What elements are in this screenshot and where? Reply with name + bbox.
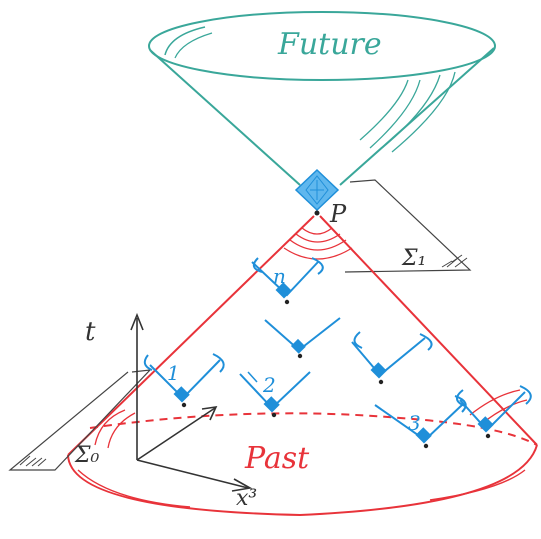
observer-far-right [456, 385, 532, 439]
event-diamond-hatch [305, 175, 329, 205]
future-cone-rim [148, 11, 496, 81]
past-cone-right-edge [319, 215, 538, 446]
diagonal-axis [136, 407, 216, 461]
observer-far-right-rim-right [519, 385, 532, 405]
sigma-1-outline [344, 179, 472, 273]
observer-far-right-box [477, 416, 494, 433]
event-label-p: P [329, 200, 347, 228]
x3-axis-label: x³ [236, 486, 257, 511]
observer-n-rim-left [252, 257, 263, 273]
future-cone-rim-hatch-2 [174, 32, 213, 59]
future-label: Future [277, 27, 382, 62]
observer-far-right-rim-left [456, 389, 466, 407]
past-apex-arc [301, 227, 333, 235]
observer-middle [264, 317, 341, 359]
sigma-1-plane: Σ₁ [344, 179, 472, 273]
observer-2 [239, 371, 311, 418]
coordinate-axes [130, 312, 253, 492]
future-cone-rim-hatch [164, 26, 206, 56]
observer-n-dot [284, 299, 290, 305]
sigma-0-hatch [19, 455, 47, 467]
diagonal-axis-arrow [201, 406, 218, 421]
past-cone-left-hatch [94, 409, 126, 446]
observer-middle-box [290, 338, 306, 354]
past-light-cone [67, 215, 538, 517]
future-cone-hatch [381, 74, 441, 149]
sigma-1-hatch [441, 254, 468, 268]
observer-right-upper [351, 331, 433, 385]
future-cone-hatch [359, 79, 409, 141]
observer-2-label: 2 [262, 373, 276, 397]
observer-1-rim-left [143, 354, 153, 371]
sigma-0-outline [8, 369, 152, 471]
future-cone-right-edge [339, 47, 495, 186]
observer-2-dot [271, 412, 277, 418]
observer-right-upper-dot [378, 379, 384, 385]
observer-2-box [263, 396, 280, 413]
observer-n-rim-right [311, 257, 324, 275]
past-cone-left-edge [67, 215, 315, 456]
event-point-p: P [294, 168, 347, 228]
event-dot [314, 210, 320, 216]
past-label: Past [244, 441, 310, 476]
observer-right-upper-cone [351, 337, 426, 377]
observer-1-box [173, 386, 190, 403]
future-cone-hatch [391, 71, 456, 153]
observer-3-box [415, 427, 432, 444]
future-cone-hatch [369, 79, 421, 149]
past-apex-arc [283, 247, 353, 260]
sigma-1-label: Σ₁ [401, 246, 426, 271]
past-cone-base-back [89, 412, 538, 446]
past-cone-left-hatch [107, 412, 136, 449]
past-cone-base-front [67, 444, 538, 517]
observer-middle-dot [297, 353, 303, 359]
observer-1 [143, 353, 225, 408]
observer-3-label: 3 [408, 411, 421, 435]
past-apex-arc [289, 239, 347, 251]
past-cone-base-hatch [77, 469, 191, 508]
sigma-0-plane: Σ₀ [8, 369, 152, 471]
past-cone-base-hatch [429, 469, 526, 501]
observer-far-right-dot [485, 433, 491, 439]
x3-axis-arrow [231, 478, 253, 492]
future-light-cone [148, 11, 496, 186]
sigma-0-label: Σ₀ [74, 443, 100, 468]
observer-1-rim-right [212, 353, 225, 373]
t-axis-arrow [130, 312, 144, 331]
observer-n-box [275, 282, 292, 299]
observer-right-upper-rim-right [419, 333, 433, 351]
observer-2-rim-left [247, 371, 258, 383]
observer-right-upper-box [370, 362, 387, 379]
observer-right-upper-rim-left [353, 331, 363, 349]
observer-1-label: 1 [167, 361, 180, 385]
observer-n-label: n [273, 264, 286, 288]
x3-axis [136, 459, 249, 489]
observer-1-dot [181, 402, 187, 408]
past-apex-arc [295, 233, 341, 243]
observer-n [251, 257, 324, 305]
t-axis-label: t [85, 317, 96, 347]
future-cone-left-edge [149, 49, 301, 186]
observer-3-dot [423, 443, 429, 449]
past-cone-right-hatch [469, 389, 521, 416]
observer-3 [374, 395, 467, 449]
